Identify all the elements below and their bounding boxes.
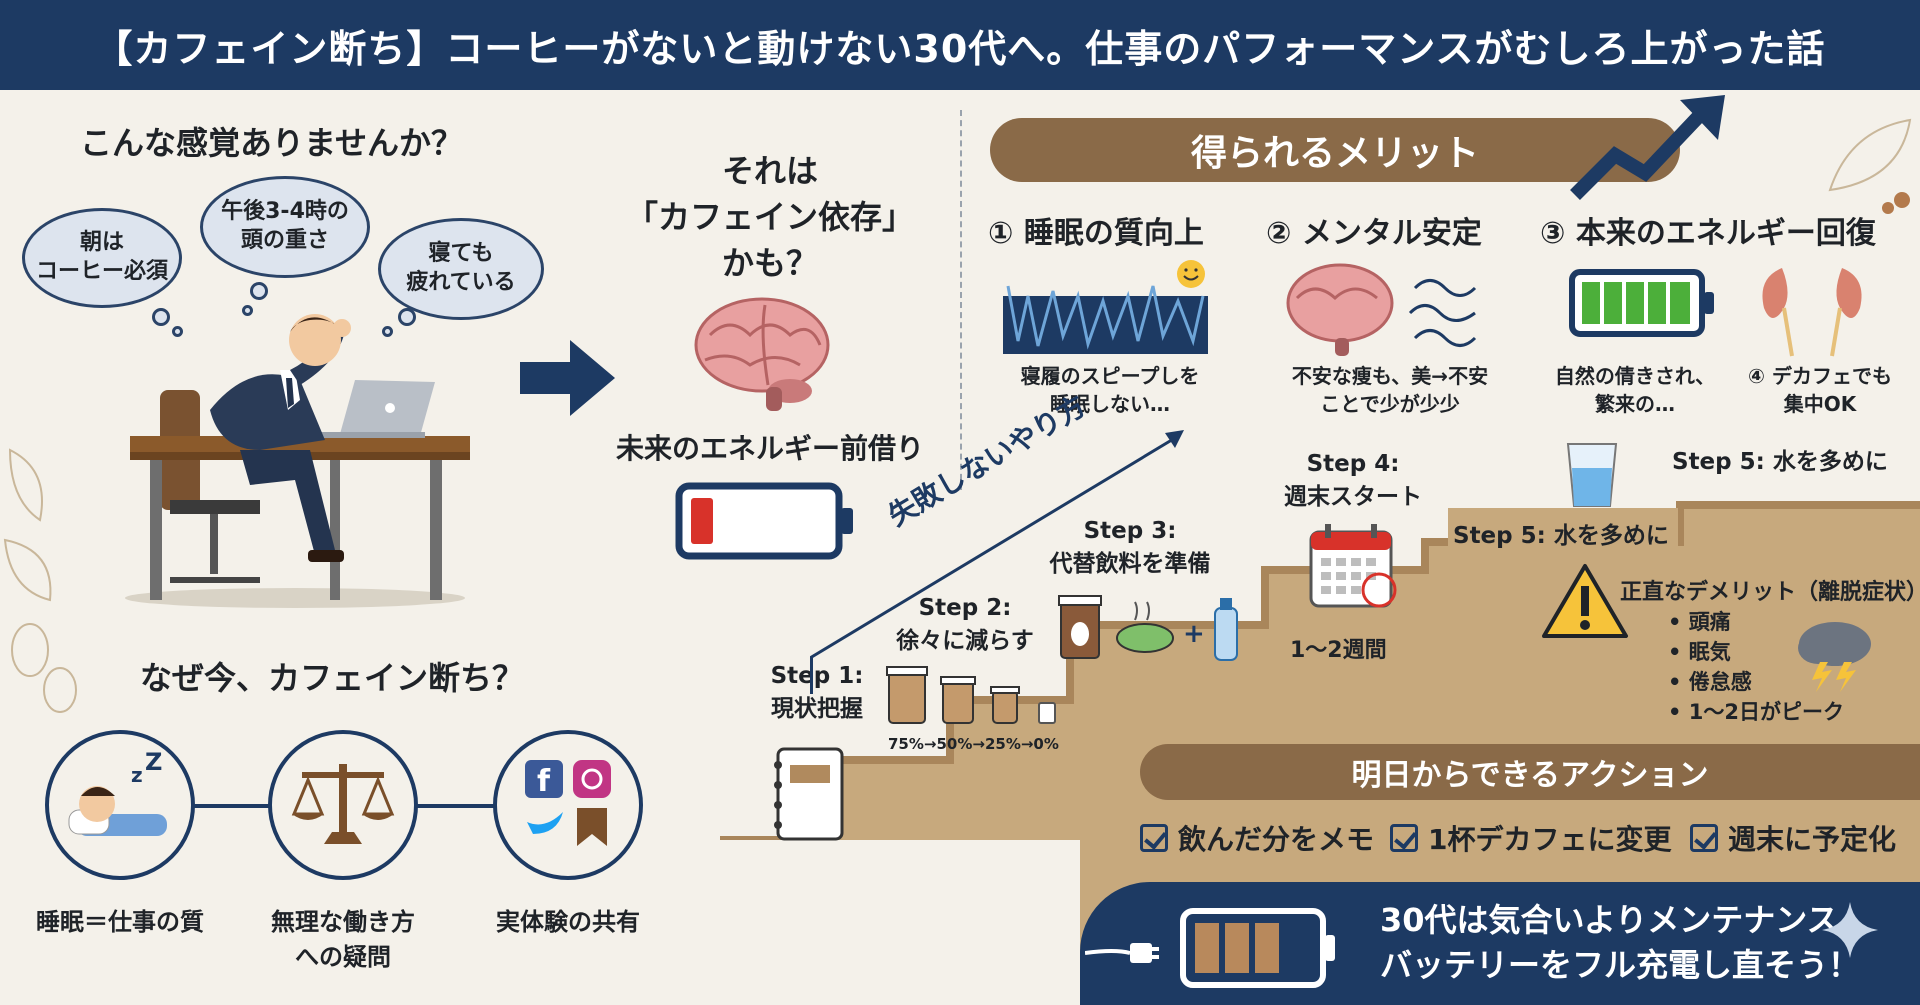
step4-period: 1〜2週間 — [1290, 638, 1387, 663]
dependency-line1: それは — [721, 152, 818, 190]
bubble-tail — [382, 326, 393, 337]
step2-label: Step 2: 徐々に減らす — [896, 595, 1034, 655]
growth-arrow-icon — [1570, 95, 1725, 200]
demerit-title: 正直なデメリット（離脱症状） — [1620, 580, 1920, 605]
checkbox-icon[interactable] — [1690, 824, 1718, 852]
balance-scale-icon — [291, 764, 395, 844]
step2-reduction-ticks: 75%→50%→25%→0% — [888, 735, 1059, 753]
notebook-icon — [774, 747, 844, 841]
footer-line1: 30代は気合いよりメンテナンス。 — [1380, 901, 1871, 939]
svg-text:z: z — [131, 763, 143, 787]
coffee-leaf-decoration — [3, 448, 77, 713]
bubble-tail — [152, 308, 170, 326]
merit-desc-energy: 自然の倩きされ、 繁来の… — [1554, 364, 1716, 416]
reason-label-sleep: 睡眠＝仕事の質 — [36, 908, 204, 936]
reason-circle-sleep: z Z — [45, 730, 195, 880]
section-divider — [960, 110, 962, 490]
reason-label-share: 実体験の共有 — [496, 908, 640, 936]
demerit-item: • 倦怠感 — [1668, 670, 1752, 694]
arrow-right-icon — [520, 340, 615, 416]
calm-brain-icon — [1286, 263, 1477, 356]
thought-bubble-morning: 朝は コーヒー必須 — [22, 208, 182, 308]
step3-label: Step 3: 代替飲料を準備 — [1049, 518, 1211, 578]
page-title: 【カフェイン断ち】コーヒーがないと動けない30代へ。仕事のパフォーマンスがむしろ… — [94, 26, 1826, 71]
water-glass-icon — [1566, 443, 1618, 507]
diagonal-arrow-icon — [810, 430, 1184, 660]
dependency-line3: かも？ — [721, 244, 818, 282]
kidney-icon — [1762, 268, 1862, 357]
battery-low-icon — [675, 482, 853, 560]
footer-line2: バッテリーをフル充電し直そう！ — [1380, 946, 1861, 984]
svg-text:+: + — [1183, 619, 1205, 649]
reason-circle-share: f — [493, 730, 643, 880]
checkbox-icon[interactable] — [1140, 824, 1168, 852]
step4-label: Step 4: 週末スタート — [1284, 451, 1422, 511]
sparkle-icon — [1822, 902, 1878, 958]
bubble-tail — [172, 326, 183, 337]
dependency-line2: 「カフェイン依存」 — [625, 198, 914, 236]
brain-icon — [694, 297, 830, 411]
svg-text:Z: Z — [145, 748, 162, 776]
merit-desc-sleep: 寝履のスピープしを 睡眠しない… — [1020, 364, 1200, 416]
bubble-tail — [242, 305, 253, 316]
thought-bubble-tired: 寝ても 疲れている — [378, 218, 544, 320]
why-heading: なぜ今、カフェイン断ち？ — [140, 659, 525, 697]
demerit-item: • 頭痛 — [1668, 610, 1731, 634]
calendar-icon — [1309, 524, 1397, 608]
coffee-cups-icon — [886, 666, 1056, 724]
storm-cloud-icon — [1798, 622, 1871, 692]
stair-mask — [720, 840, 1080, 1005]
coffee-leaf-decoration — [1828, 118, 1912, 214]
merit-desc-mental: 不安な痩も、美→不安 ことで少が少少 — [1291, 364, 1489, 416]
svg-text:f: f — [537, 764, 551, 799]
actions-banner: 明日からできるアクション — [1140, 744, 1920, 800]
merit-desc-decaf: ④ デカフェでも 集中OK — [1748, 364, 1892, 416]
action-memo[interactable]: 飲んだ分をメモ — [1140, 818, 1374, 858]
reason-circle-work — [268, 730, 418, 880]
thought-bubble-afternoon: 午後3-4時の 頭の重さ — [200, 176, 370, 278]
reason-label-work: 無理な働き方 への疑問 — [271, 908, 415, 971]
action-schedule[interactable]: 週末に予定化 — [1690, 818, 1896, 858]
charging-battery-icon — [1085, 908, 1335, 988]
action-decaf[interactable]: 1杯デカフェに変更 — [1390, 818, 1671, 858]
bubble-tail — [250, 282, 268, 300]
step5-plate — [1448, 508, 1678, 552]
tired-worker-illustration — [125, 314, 470, 608]
merit-title-energy: ③ 本来のエネルギー回復 — [1540, 216, 1876, 251]
social-media-icon: f — [525, 760, 611, 846]
merit-title-sleep: ① 睡眠の質向上 — [988, 216, 1204, 251]
merits-banner: 得られるメリット — [990, 118, 1680, 182]
step5-label-lower: Step 5: 水を多めに — [1453, 523, 1669, 549]
demerit-item: • 眠気 — [1668, 640, 1731, 664]
demerit-item: • 1〜2日がピーク — [1668, 700, 1844, 724]
merit-title-mental: ② メンタル安定 — [1266, 216, 1482, 251]
header-bar: 【カフェイン断ち】コーヒーがないと動けない30代へ。仕事のパフォーマンスがむしろ… — [0, 0, 1920, 90]
warning-icon — [1542, 564, 1628, 638]
battery-full-icon — [1569, 269, 1714, 337]
checkbox-icon[interactable] — [1390, 824, 1418, 852]
bubble-tail — [398, 308, 416, 326]
step5-label-upper: Step 5: 水を多めに — [1672, 449, 1888, 475]
step1-label: Step 1: 現状把握 — [770, 663, 864, 723]
sleeping-person-icon: z Z — [68, 748, 167, 836]
diagonal-connector — [810, 658, 813, 694]
sleep-wave-chart-icon — [1003, 260, 1208, 354]
energy-borrow-label: 未来のエネルギー前借り — [615, 432, 924, 465]
alternative-drinks-icon: + — [1058, 595, 1238, 661]
intro-question: こんな感覚ありませんか？ — [80, 124, 464, 162]
